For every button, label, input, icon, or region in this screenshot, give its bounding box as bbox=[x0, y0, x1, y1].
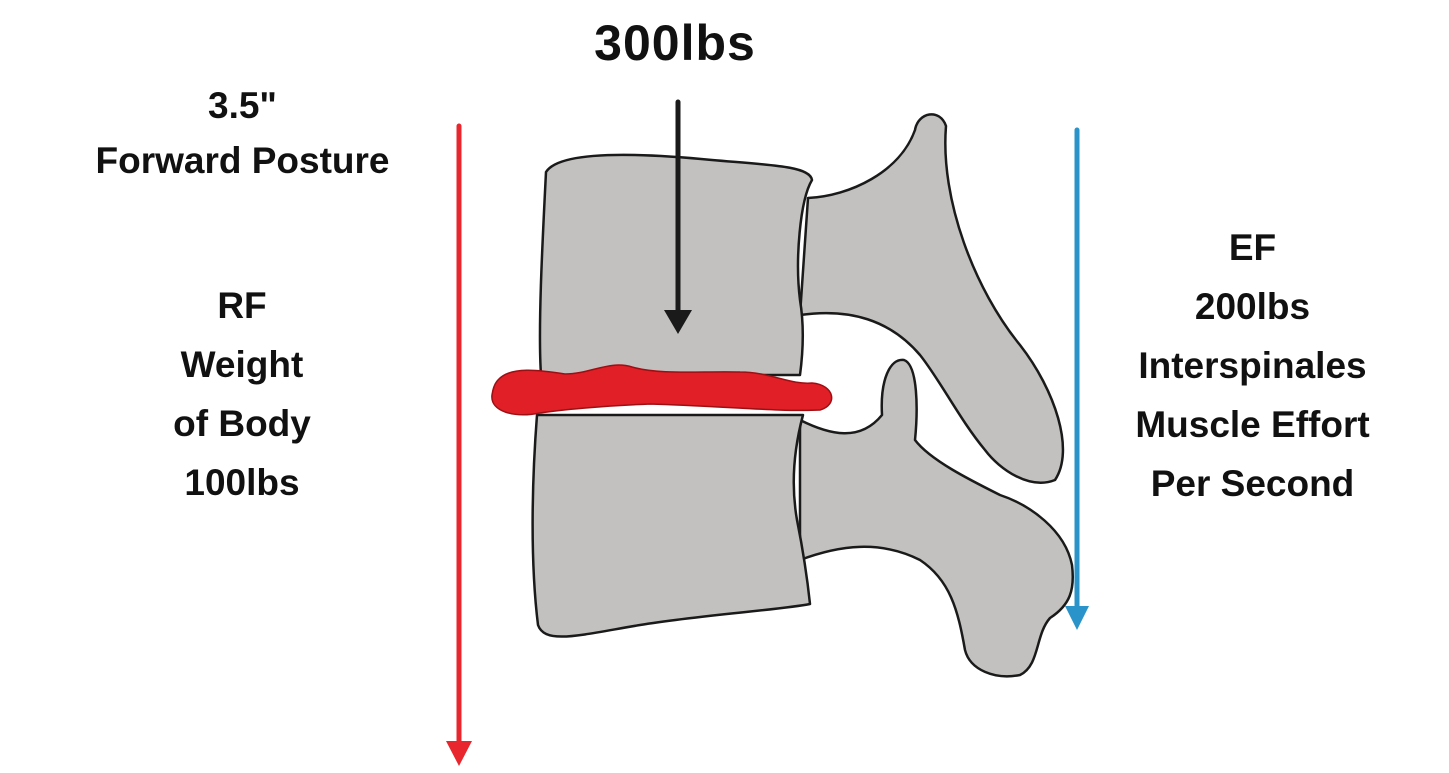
load-label: 300lbs bbox=[540, 14, 810, 72]
effort-force-label: EF 200lbs Interspinales Muscle Effort Pe… bbox=[1100, 218, 1405, 513]
herniated-disc bbox=[491, 364, 833, 416]
effort-force-arrowhead bbox=[1065, 606, 1089, 630]
lower-vertebra-process bbox=[798, 358, 1074, 678]
rf-line: of Body bbox=[173, 403, 311, 444]
rf-line: Weight bbox=[180, 344, 304, 385]
posture-label: 3.5" Forward Posture bbox=[60, 78, 425, 188]
posture-text: Forward Posture bbox=[95, 140, 390, 181]
rf-line: 100lbs bbox=[184, 462, 300, 503]
ef-line: 200lbs bbox=[1194, 286, 1311, 327]
resistance-force-arrowhead bbox=[446, 741, 472, 766]
load-value: 300lbs bbox=[594, 15, 756, 71]
ef-line: Interspinales bbox=[1138, 345, 1367, 386]
rf-line: RF bbox=[217, 285, 267, 326]
ef-line: Muscle Effort bbox=[1135, 404, 1370, 445]
lower-vertebral-body bbox=[531, 413, 812, 638]
ef-line: EF bbox=[1228, 227, 1277, 268]
resistance-force-label: RF Weight of Body 100lbs bbox=[122, 276, 362, 512]
upper-vertebra-process bbox=[798, 113, 1065, 484]
posture-value: 3.5" bbox=[208, 85, 277, 126]
load-arrowhead bbox=[664, 310, 692, 334]
ef-line: Per Second bbox=[1150, 463, 1355, 504]
